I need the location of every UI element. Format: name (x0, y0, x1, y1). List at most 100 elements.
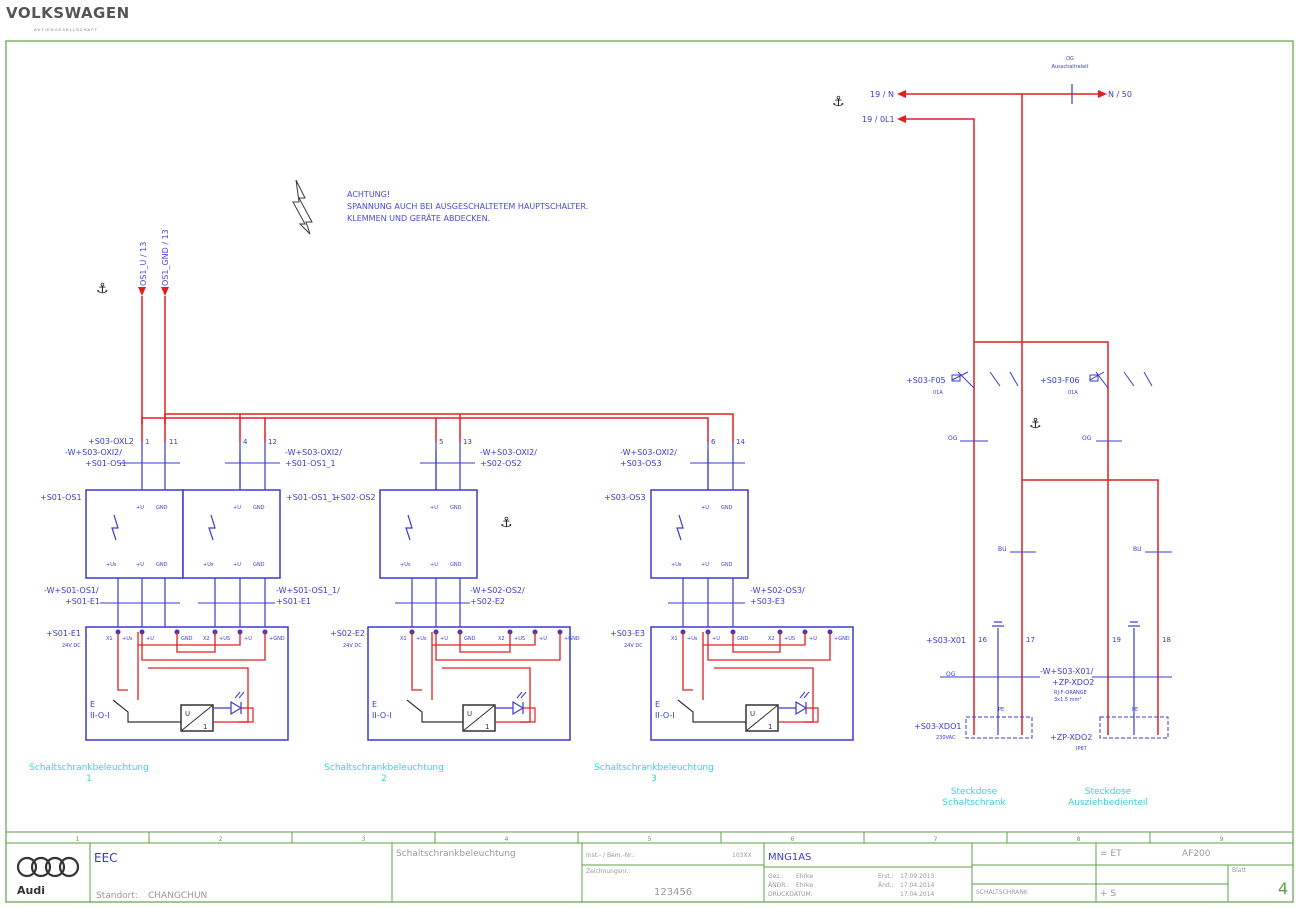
svg-text:Ehrke: Ehrke (796, 873, 813, 880)
caption-a1: Steckdose (951, 787, 998, 797)
svg-text:U: U (185, 710, 190, 718)
svg-text:Blatt: Blatt (1232, 867, 1247, 874)
svg-text:ÄNDR.:: ÄNDR.: (768, 882, 789, 889)
svg-text:Ehrke: Ehrke (796, 882, 813, 889)
company: EEC (94, 851, 118, 865)
svg-text:Änd.:: Änd.: (878, 882, 894, 889)
svg-text:U: U (750, 710, 755, 718)
pin-label: +Us (400, 562, 411, 568)
label-w-e2-2: +S02-E2 (470, 597, 505, 606)
caption-1b: 1 (86, 774, 92, 784)
terminal-numbers: 1 11 4 12 5 13 6 14 (145, 438, 745, 446)
pin-label: X2 (203, 636, 210, 642)
socket-xd01 (965, 716, 1033, 739)
right-terminals: 16 17 19 18 PE PE (978, 636, 1171, 713)
label-a2: 01A (1068, 390, 1078, 396)
anchor-icon: ⚓ (500, 515, 513, 531)
pin-label: +Us (687, 636, 698, 642)
label-x01b-1: -W+S03-X01/ (1040, 667, 1094, 676)
pin-label: +U (539, 636, 547, 642)
pin-label: X2 (768, 636, 775, 642)
group-captions: Schaltschrankbeleuchtung 1 Schaltschrank… (29, 763, 1148, 808)
sheet-number: 4 (1278, 879, 1288, 898)
sensor-label: +S01-OS1 (40, 493, 82, 502)
signal-n-in: 19 / N (870, 90, 894, 99)
label-xd01-v: 230VAC (936, 735, 956, 741)
label-s01-os1-1: +S01-OS1_1 (285, 459, 336, 468)
label-w-e1b-2: +S01-E1 (276, 597, 311, 606)
label-e2-vdc: 24V DC (343, 643, 362, 649)
label-f06: +S03-F06 (1040, 376, 1080, 385)
label-w-e2: -W+S02-OS2/ (470, 586, 525, 595)
pin-label: +Us (106, 562, 117, 568)
arrow-icon (897, 115, 906, 123)
signal-n-out: N / 50 (1108, 90, 1132, 99)
switch-icon (676, 514, 684, 541)
label-x01b-3: RJ-F-ORANGE (1054, 690, 1087, 696)
arrow-icon (138, 287, 146, 296)
svg-text:SCHALTSCHRANK: SCHALTSCHRANK (976, 889, 1029, 896)
label-s03-os3: +S03-OS3 (620, 459, 662, 468)
label-bu2: BU (1133, 546, 1142, 553)
terminal-13: 13 (463, 438, 472, 446)
og-top-sub: Ausschaltrelait (1052, 64, 1089, 70)
ruler-mark: 6 (791, 836, 795, 843)
terminal-4: 4 (243, 438, 248, 446)
lamp-label: E (90, 700, 95, 709)
switch-icon (208, 514, 216, 541)
pin-label: +U (233, 562, 241, 568)
terminal-12: 12 (268, 438, 277, 446)
pin-label: +Us (122, 636, 133, 642)
lamp-label: E (372, 700, 377, 709)
label-xd02-v: IP67 (1076, 746, 1087, 752)
label-w-os1-1: -W+S03-OXI2/ (285, 448, 342, 457)
svg-text:+ S: + S (1100, 889, 1116, 899)
svg-text:17.04.2014: 17.04.2014 (900, 882, 935, 889)
anchor-icon: ⚓ (832, 94, 845, 110)
pin-label: X2 (498, 636, 505, 642)
lamp-label: E (655, 700, 660, 709)
pin-label: X1 (671, 636, 678, 642)
pin-label: +Us (671, 562, 682, 568)
svg-text:19: 19 (1112, 636, 1121, 644)
terminal-1: 1 (145, 438, 149, 446)
svg-text:PE: PE (1132, 707, 1138, 713)
svg-text:18: 18 (1162, 636, 1171, 644)
label-og1: OG (948, 435, 958, 442)
switch-icon (406, 699, 463, 723)
label-x01b-2: +ZP-XDO2 (1052, 678, 1094, 687)
label-e3: +S03-E3 (610, 629, 645, 638)
sheet-frame (5, 40, 1294, 903)
caption-1a: Schaltschrankbeleuchtung (29, 763, 149, 773)
caption-a2: Schaltschrank (942, 798, 1006, 808)
pin-label: GND (464, 636, 476, 642)
warning-block: ACHTUNG! SPANNUNG AUCH BEI AUSGESCHALTET… (292, 179, 588, 235)
switch-icon (405, 514, 413, 541)
label-e1: +S01-E1 (46, 629, 81, 638)
label-w-os1: -W+S03-OXI2/ (65, 448, 122, 457)
caption-3b: 3 (651, 774, 657, 784)
signal-os1-u: OS1_U / 13 (139, 242, 148, 286)
ruler-mark: 3 (362, 836, 366, 843)
terminal-14: 14 (736, 438, 745, 446)
caption-2b: 2 (381, 774, 387, 784)
description: Schaltschrankbeleuchtung (396, 849, 516, 859)
ruler-mark: 5 (648, 836, 652, 843)
order-label: Inst.- / Bem.-Nr.: (586, 852, 635, 859)
svg-text:16: 16 (978, 636, 987, 644)
pin-label: GND (156, 562, 168, 568)
standort-value: CHANGCHUN (148, 891, 207, 901)
ruler-ticks (148, 832, 1151, 843)
svg-text:1: 1 (203, 723, 207, 731)
supply-lines-left: OS1_U / 13 OS1_GND / 13 (138, 229, 734, 442)
svg-text:17: 17 (1026, 636, 1035, 644)
label-x01b-4: 3x1,5 mm² (1054, 697, 1081, 703)
label-w-e3: -W+S02-OS3/ (750, 586, 805, 595)
